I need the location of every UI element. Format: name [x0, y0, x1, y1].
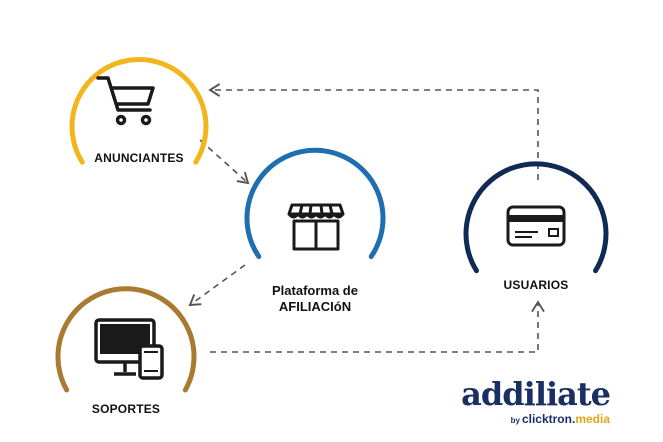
arrow-anunciantes-to-plataforma — [199, 139, 250, 185]
logo-name: addiliate — [461, 375, 611, 413]
shopping-cart-icon — [96, 76, 155, 126]
usuarios-ring — [463, 161, 609, 274]
logo-sub-part1: clicktron. — [521, 412, 576, 426]
logo-sub-part2: media — [575, 412, 610, 426]
storefront-icon — [287, 203, 345, 251]
computer-tablet-icon — [94, 318, 164, 380]
soportes-label: SOPORTES — [91, 402, 161, 416]
plataforma-label-line2: AFILIACIóN — [278, 299, 352, 314]
soportes-ring — [55, 286, 197, 393]
plataforma-label: Plataforma de AFILIACIóN — [255, 283, 375, 315]
logo-by: by — [510, 416, 520, 425]
usuarios-label: USUARIOS — [503, 278, 569, 292]
plataforma-label-line1: Plataforma de — [272, 283, 358, 298]
anunciantes-label: ANUNCIANTES — [94, 151, 184, 165]
arrow-plataforma-to-soportes — [188, 264, 246, 307]
credit-card-icon — [506, 205, 566, 247]
arrow-usuarios-to-anunciantes — [208, 83, 539, 180]
anunciantes-ring — [69, 57, 209, 165]
plataforma-ring — [244, 147, 386, 259]
